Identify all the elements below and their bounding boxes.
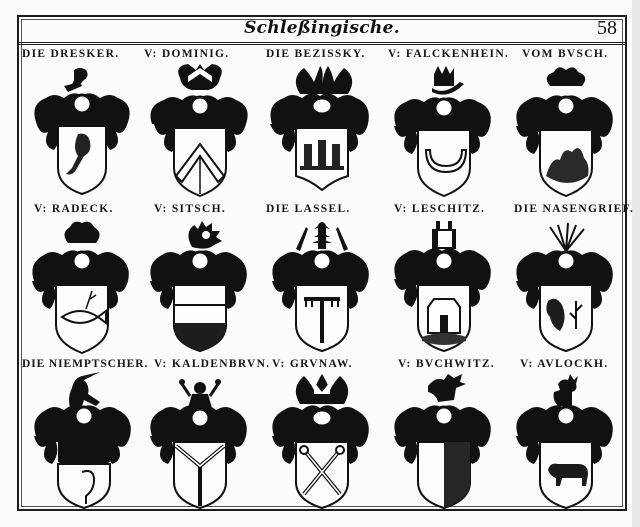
coat-of-arms-icon — [26, 64, 138, 200]
coat-of-arms-icon — [388, 64, 500, 200]
coat-of-arms-icon — [266, 64, 378, 200]
page-header: Schleßingische. 58 — [19, 17, 625, 45]
family-name: V: AVLOCKH. — [520, 358, 609, 370]
coat-of-arms-icon — [144, 219, 256, 355]
coat-of-arms-icon — [510, 372, 622, 510]
coat-of-arms-icon — [266, 219, 378, 355]
family-name: DIE NASENGRIEF. — [514, 203, 635, 215]
family-name: V: RADECK. — [34, 203, 114, 215]
coat-of-arms-icon — [266, 372, 378, 510]
coat-of-arms-icon — [144, 64, 256, 200]
family-name: V: GRVNAW. — [272, 358, 353, 370]
coat-of-arms-icon — [510, 219, 622, 355]
family-name: DIE BEZISSKY. — [266, 48, 366, 60]
family-name: VOM BVSCH. — [522, 48, 609, 60]
family-name: V: LESCHITZ. — [394, 203, 486, 215]
family-name: V: SITSCH. — [154, 203, 227, 215]
page-margin — [632, 0, 640, 527]
page-title: Schleßingische. — [244, 18, 400, 38]
family-name: DIE LASSEL. — [266, 203, 351, 215]
coat-of-arms-icon — [144, 372, 256, 510]
family-name: V: FALCKENHEIN. — [388, 48, 510, 60]
coat-of-arms-icon — [28, 372, 140, 510]
family-name: V: KALDENBRVN. — [154, 358, 271, 370]
page-number: 58 — [597, 17, 617, 39]
family-name: V: BVCHWITZ. — [398, 358, 495, 370]
coat-of-arms-icon — [510, 64, 622, 200]
coat-of-arms-icon — [388, 215, 500, 355]
family-name: DIE NIEMPTSCHER. — [22, 358, 149, 370]
family-name: DIE DRESKER. — [22, 48, 120, 60]
family-name: V: DOMINIG. — [144, 48, 230, 60]
coat-of-arms-icon — [388, 372, 500, 510]
coat-of-arms-icon — [26, 219, 138, 355]
